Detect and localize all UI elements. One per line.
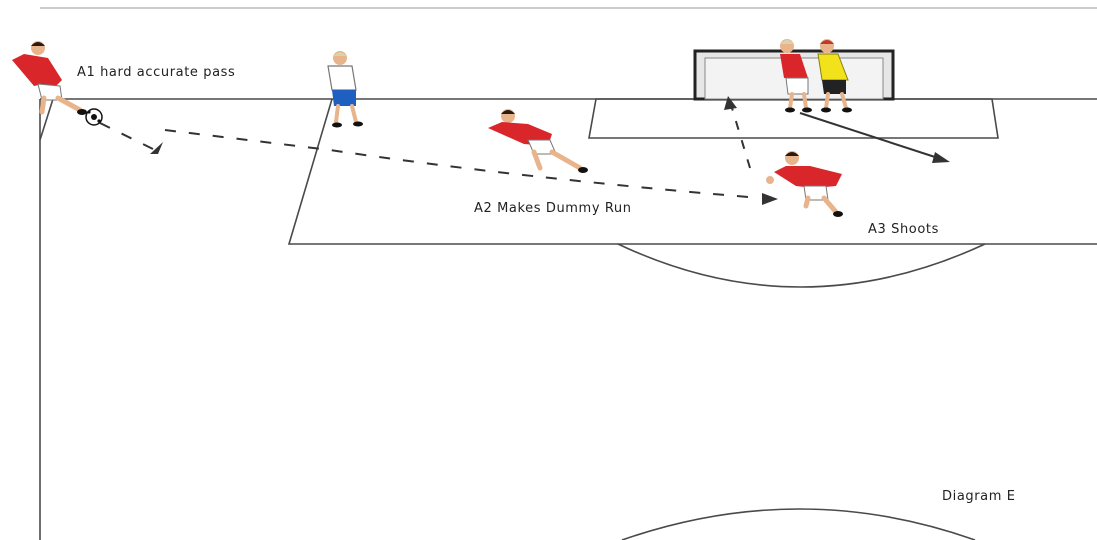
player-a3-shirt [774, 166, 842, 188]
defender-shirt [328, 66, 356, 90]
defender-near-post [328, 51, 363, 128]
player-a1-leg-front [58, 98, 80, 110]
player-a1-shirt [12, 54, 62, 88]
center-circle-arc [622, 509, 975, 540]
defender-leg-left [336, 106, 338, 122]
player-a3-hair [785, 152, 799, 156]
penalty-area-line [289, 99, 1097, 244]
penalty-arc [618, 244, 985, 287]
goalkeeper-shorts [822, 80, 846, 94]
goalkeeper-leg-left [826, 94, 828, 108]
player-a1-hair [31, 42, 45, 46]
player-a2-boot [578, 167, 588, 173]
goalkeeper-boot-right [842, 108, 852, 113]
player-a3-hand [766, 176, 774, 184]
player-a2-leg-front [552, 152, 580, 168]
player-a3-leg-back [806, 198, 808, 206]
shot-arrow-head [932, 152, 950, 163]
label-a2-dummy-run: A2 Makes Dummy Run [474, 201, 632, 216]
player-a1-boot [77, 109, 87, 115]
defender-boot-left [332, 123, 342, 128]
player-a2 [488, 109, 588, 173]
defender-leg-right [352, 106, 356, 122]
attacker-hair [780, 40, 794, 44]
pitch-markings [40, 8, 1097, 540]
pass-arrow-a1 [100, 123, 155, 150]
player-a3-boot [833, 211, 843, 217]
ball-icon [86, 109, 102, 125]
player-a3-leg-front [824, 198, 836, 212]
dummy-run-arrow-head [762, 193, 778, 205]
defender-shorts [332, 90, 356, 106]
player-a1-leg-back [42, 98, 44, 112]
label-a1-pass: A1 hard accurate pass [77, 65, 235, 80]
player-a2-hair [501, 110, 515, 114]
dummy-run-path [165, 130, 760, 198]
goalkeeper-boot-left [821, 108, 831, 113]
attacker-leg-left [790, 94, 792, 108]
diagram-title: Diagram E [942, 489, 1016, 504]
goalkeeper-hair [820, 40, 834, 44]
goal-area-line [589, 99, 998, 138]
label-a3-shoots: A3 Shoots [868, 222, 939, 237]
player-a3 [766, 151, 843, 217]
attacker-leg-right [804, 94, 806, 108]
shot-arrow [800, 113, 938, 158]
attacker-boot-left [785, 108, 795, 113]
attacker-boot-right [802, 108, 812, 113]
player-a1 [12, 41, 87, 115]
defender-boot-right [353, 122, 363, 127]
attacker-shorts [786, 78, 808, 94]
